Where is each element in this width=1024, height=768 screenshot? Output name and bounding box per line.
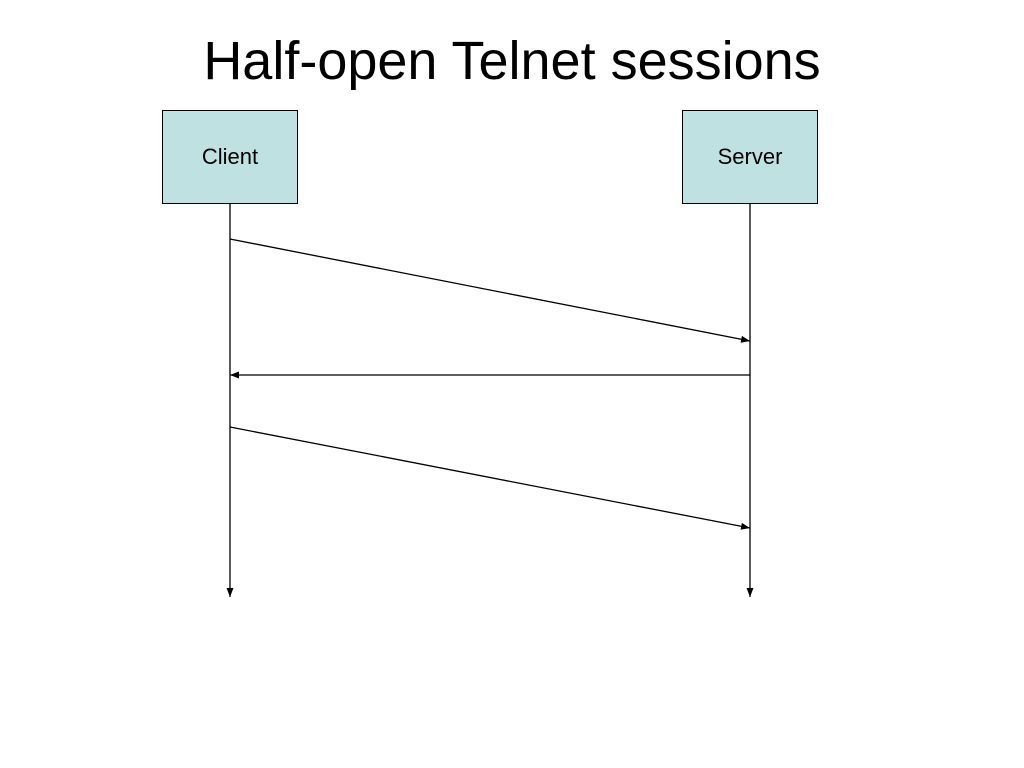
message-arrow-3 [229, 426, 751, 530]
server-box: Server [682, 110, 818, 204]
server-label: Server [717, 144, 783, 169]
slide-title: Half-open Telnet sessions [203, 31, 821, 91]
client-label: Client [201, 144, 259, 169]
client-box: Client [162, 110, 298, 204]
message-arrow-1 [229, 238, 751, 343]
